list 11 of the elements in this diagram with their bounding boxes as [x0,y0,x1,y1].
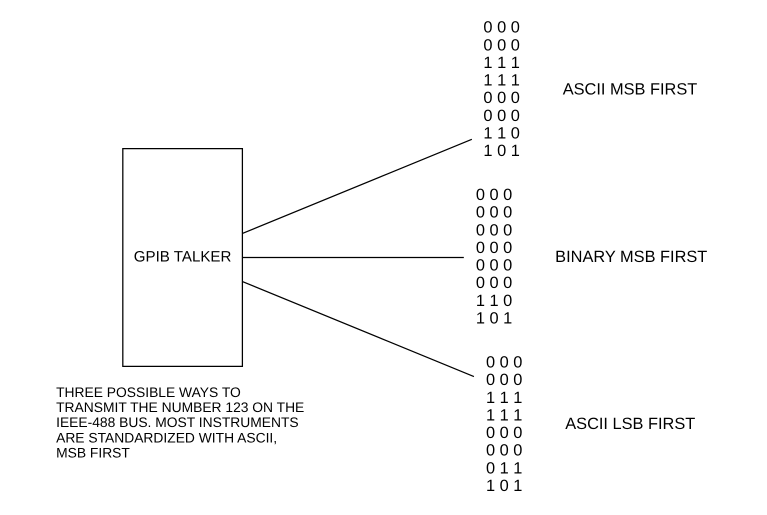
node-label: ASCII MSB FIRST [562,80,697,98]
node-label: BINARY MSB FIRST [554,248,707,266]
node-text: 0 0 0 0 0 0 1 1 1 1 1 1 0 0 0 0 0 0 1 1 0 1 0 1 [482,18,520,160]
label: THREE POSSIBLE WAYS TO TRANSMIT THE NUMBER 123 ON THE IEEE-488 BUS. MOST INSTRUMENTS ARE STANDARDIZED WITH ASCII, MSB FIRST [56,384,304,460]
connector [242,281,474,378]
node-text: 0 0 0 0 0 0 1 1 1 1 1 1 0 0 0 0 0 0 0 1 1 1 0 1 [485,354,522,495]
connector [242,138,472,234]
node-box: GPIB TALKER [122,148,243,367]
connector [242,256,464,258]
node-text: 0 0 0 0 0 0 0 0 0 0 0 0 0 0 0 0 0 0 1 1 0 1 0 1 [475,186,512,328]
node-label: ASCII LSB FIRST [564,415,695,434]
